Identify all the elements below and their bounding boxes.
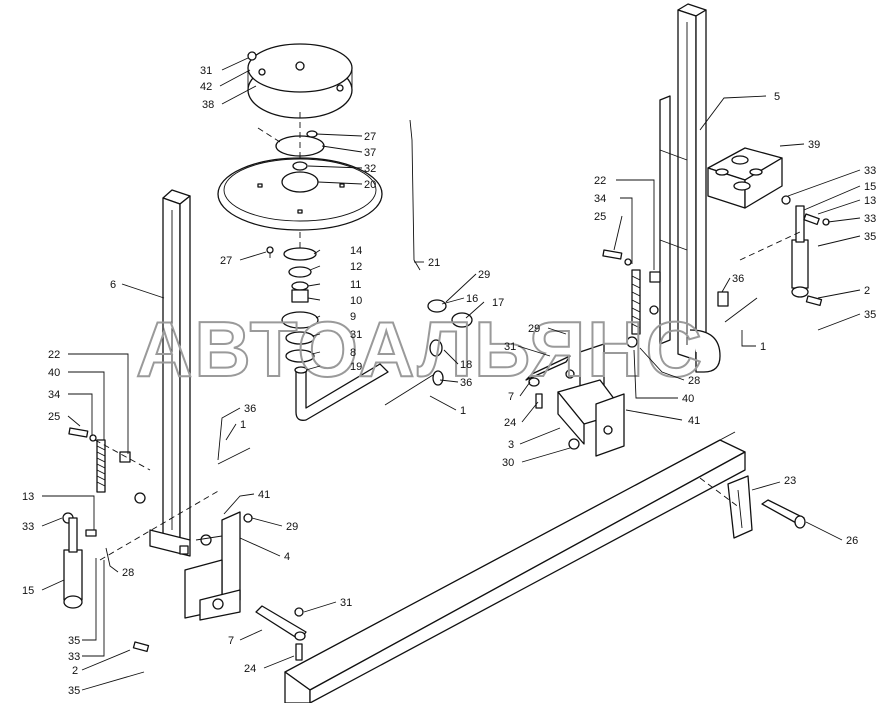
callout-1: 1 (240, 419, 246, 431)
callout-33: 33 (864, 165, 876, 177)
callout-11: 11 (350, 279, 361, 291)
main-beam (284, 431, 746, 703)
callout-26: 26 (846, 535, 858, 547)
callout-35: 35 (864, 309, 876, 321)
right-post-part-5 (659, 3, 721, 373)
callout-39: 39 (808, 139, 820, 151)
callout-33: 33 (22, 521, 34, 533)
callout-labels: 31 42 38 27 37 32 20 27 14 12 11 10 9 31… (22, 65, 876, 697)
callout-28: 28 (122, 567, 134, 579)
callout-8: 8 (350, 347, 356, 359)
callout-41: 41 (258, 489, 270, 501)
leader-lines (41, 57, 861, 691)
callout-29: 29 (478, 269, 490, 281)
callout-15: 15 (22, 585, 34, 597)
callout-24: 24 (504, 417, 516, 429)
callout-6: 6 (110, 279, 116, 291)
left-bracket-part-4 (184, 511, 253, 621)
callout-38: 38 (202, 99, 214, 111)
pan-part-38 (247, 43, 353, 119)
callout-35: 35 (864, 231, 876, 243)
callout-16: 16 (466, 293, 478, 305)
callout-33: 33 (68, 651, 80, 663)
callout-24: 24 (244, 663, 256, 675)
callout-10: 10 (350, 295, 362, 307)
callout-3: 3 (508, 439, 514, 451)
callout-22: 22 (48, 349, 60, 361)
callout-29: 29 (286, 521, 298, 533)
callout-42: 42 (200, 81, 212, 93)
callout-1: 1 (460, 405, 466, 417)
callout-29: 29 (528, 323, 540, 335)
callout-9: 9 (350, 311, 356, 323)
callout-15: 15 (864, 181, 876, 193)
callout-36: 36 (244, 403, 256, 415)
callout-40: 40 (682, 393, 694, 405)
callout-34: 34 (594, 193, 606, 205)
right-bracket-part-3 (525, 343, 625, 457)
clamp-part-23 (699, 475, 806, 539)
callout-31: 31 (340, 597, 352, 609)
callout-25: 25 (594, 211, 606, 223)
shaft-part-21 (294, 119, 421, 421)
callout-36: 36 (460, 377, 472, 389)
callout-28: 28 (688, 375, 700, 387)
watermark-text: АВТОАЛЬЯНС (136, 305, 704, 393)
left-pin-part-7 (255, 605, 307, 661)
callout-27: 27 (220, 255, 232, 267)
callout-31: 31 (350, 329, 362, 341)
callout-13: 13 (22, 491, 34, 503)
callout-25: 25 (48, 411, 60, 423)
callout-20: 20 (364, 179, 376, 191)
callout-41: 41 (688, 415, 700, 427)
callout-17: 17 (492, 297, 504, 309)
chains (217, 297, 758, 465)
callout-27: 27 (364, 131, 376, 143)
block-part-39 (707, 147, 783, 209)
callout-35: 35 (68, 685, 80, 697)
right-cylinder-part-15 (739, 195, 830, 307)
callout-12: 12 (350, 261, 362, 273)
callout-31: 31 (504, 341, 516, 353)
bearing-stack (266, 246, 319, 363)
callout-1: 1 (760, 341, 766, 353)
callout-21: 21 (428, 257, 440, 269)
callout-37: 37 (364, 147, 376, 159)
callout-7: 7 (508, 391, 514, 403)
callout-5: 5 (774, 91, 780, 103)
callout-35: 35 (68, 635, 80, 647)
callout-36: 36 (732, 273, 744, 285)
disc-part-20 (217, 157, 383, 231)
callout-13: 13 (864, 195, 876, 207)
callout-14: 14 (350, 245, 362, 257)
left-post-part-6 (149, 189, 191, 557)
callout-34: 34 (48, 389, 60, 401)
callout-33: 33 (864, 213, 876, 225)
callout-19: 19 (350, 361, 362, 373)
right-hardware (602, 249, 729, 348)
callout-32: 32 (364, 163, 376, 175)
callout-40: 40 (48, 367, 60, 379)
callout-4: 4 (284, 551, 290, 563)
callout-30: 30 (502, 457, 514, 469)
left-cylinder-part-15 (63, 517, 150, 653)
callout-23: 23 (784, 475, 796, 487)
callout-2: 2 (72, 665, 78, 677)
callout-22: 22 (594, 175, 606, 187)
callout-31: 31 (200, 65, 212, 77)
callout-18: 18 (460, 359, 472, 371)
callout-2: 2 (864, 285, 870, 297)
callout-7: 7 (228, 635, 234, 647)
